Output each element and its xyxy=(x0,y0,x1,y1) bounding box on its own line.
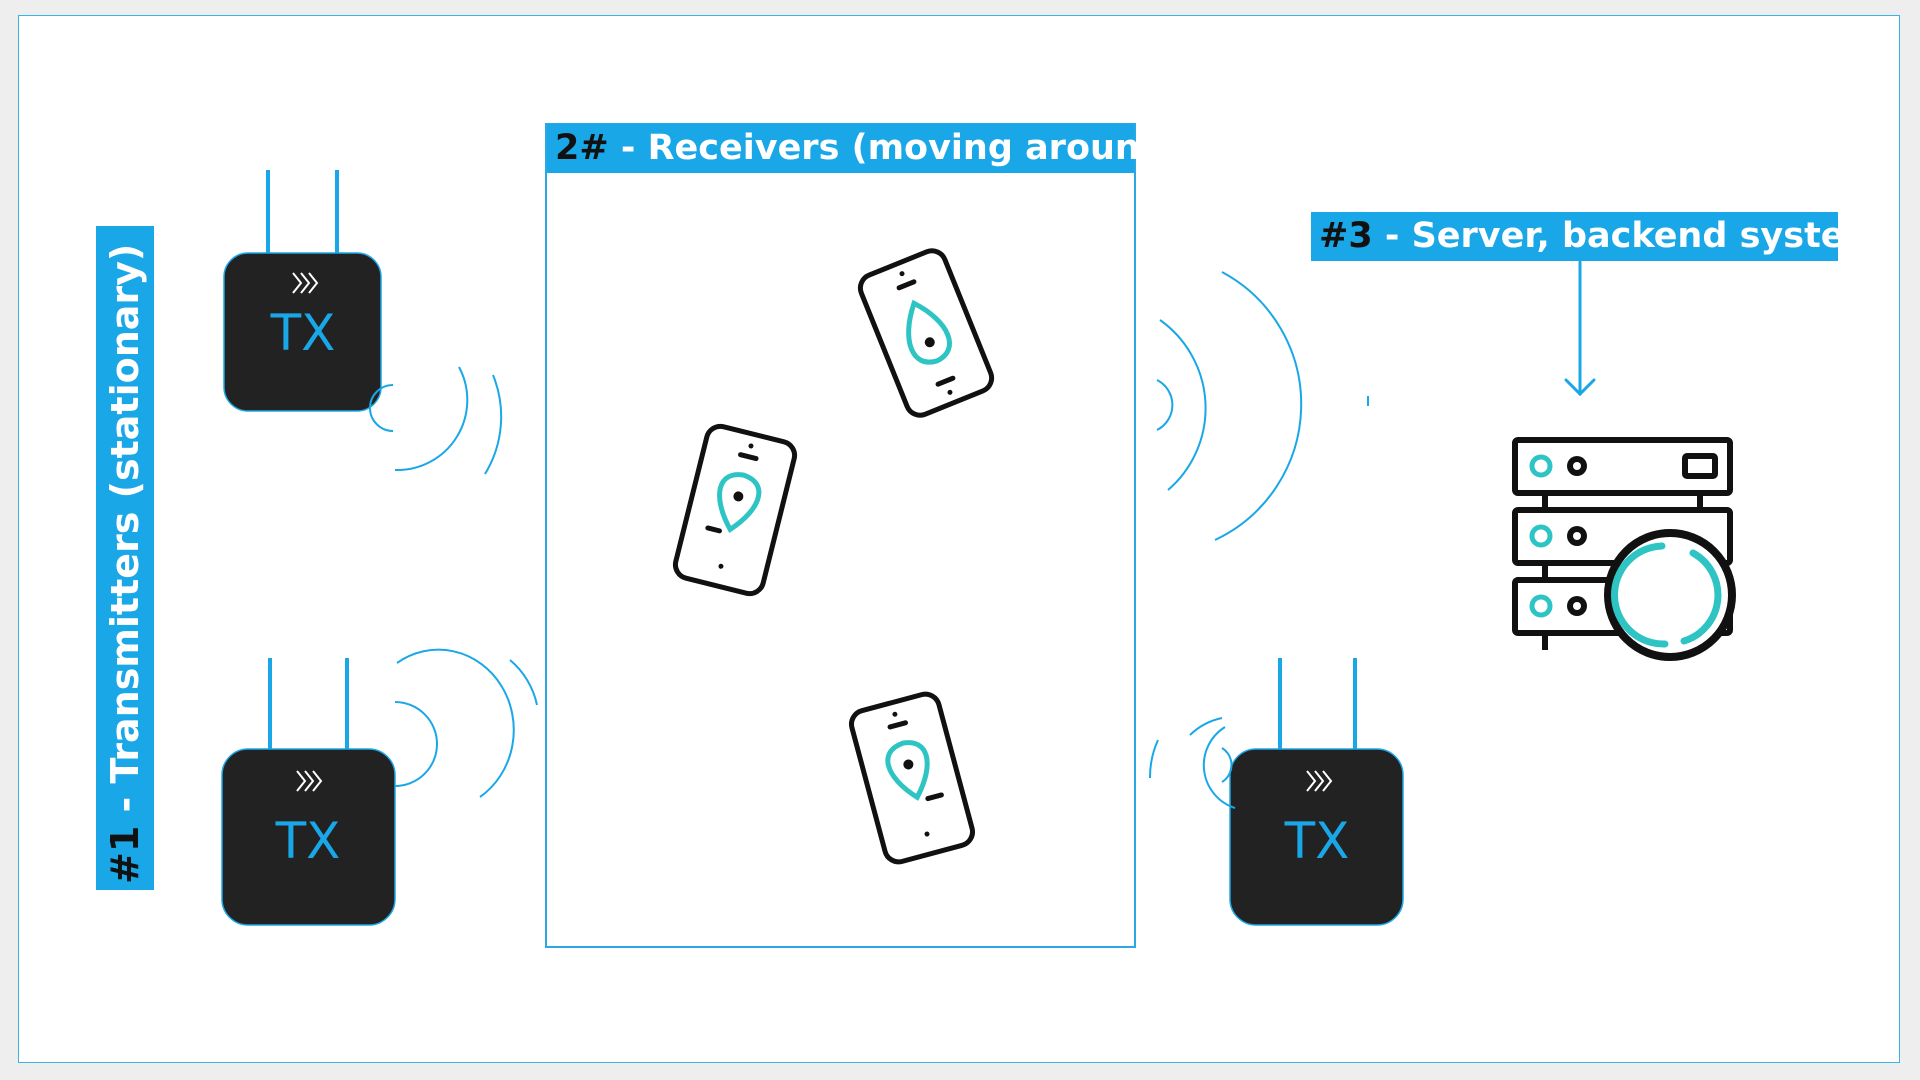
signal-waves-icon xyxy=(1156,271,1369,541)
phone-location-icon xyxy=(672,423,798,597)
receiver-phone-3 xyxy=(848,691,976,865)
tx-label: TX xyxy=(1284,812,1350,870)
transmitters-label-number: #1 xyxy=(103,825,147,884)
chevrons-icon xyxy=(1306,770,1333,792)
location-pin-icon xyxy=(885,740,930,801)
server-label-number: #3 xyxy=(1319,216,1373,256)
router-icon xyxy=(221,748,396,926)
phone-location-icon xyxy=(848,691,976,865)
router-icon xyxy=(1229,748,1404,926)
transmitters-label: #1 - Transmitters (stationary) xyxy=(96,226,154,890)
arrow-down-icon xyxy=(1564,260,1596,397)
signal-waves-icon xyxy=(394,648,538,798)
tx-label: TX xyxy=(270,304,336,362)
server-rack-icon xyxy=(1512,437,1736,661)
router-icon xyxy=(223,252,382,412)
tx-label: TX xyxy=(275,812,341,870)
server-label-text: - Server, backend system xyxy=(1372,216,1882,256)
phone-location-icon xyxy=(857,248,995,418)
receiver-phone-2 xyxy=(672,423,798,597)
location-pin-icon xyxy=(717,472,762,533)
transmitter-bottom-left: TX xyxy=(221,658,396,926)
signal-waves-icon xyxy=(1148,717,1236,809)
chevrons-icon xyxy=(296,770,323,792)
transmitter-top-left: TX xyxy=(223,170,382,412)
transmitters-label-text: - Transmitters (stationary) xyxy=(103,243,147,826)
server-label: #3 - Server, backend system xyxy=(1311,212,1881,261)
signal-waves-icon xyxy=(369,366,503,475)
transmitter-bottom-right: TX xyxy=(1229,658,1404,926)
location-pin-icon xyxy=(906,299,952,365)
receivers-area xyxy=(545,123,1136,948)
receivers-label: 2# - Receivers (moving around) xyxy=(547,124,1181,173)
receivers-label-number: 2# xyxy=(555,128,609,168)
receiver-phone-1 xyxy=(857,248,995,418)
receivers-label-text: - Receivers (moving around) xyxy=(608,128,1181,168)
chevrons-icon xyxy=(292,272,319,294)
